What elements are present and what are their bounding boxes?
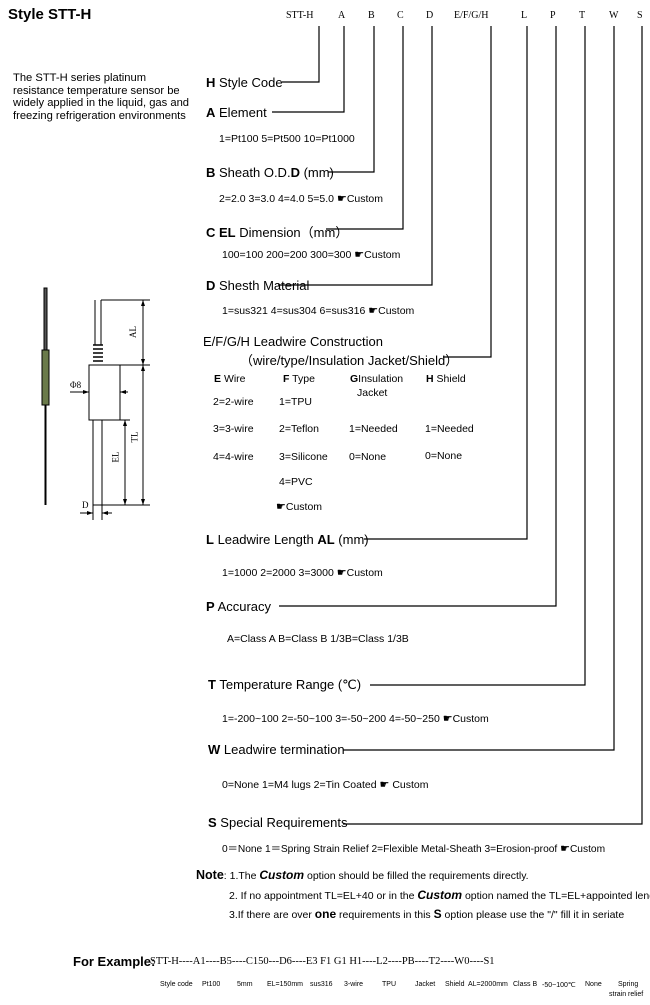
- note-line-3: 3.If there are over one requirements in …: [229, 907, 625, 921]
- example-caption: Shield: [445, 981, 465, 988]
- code-stth: STT-H: [286, 10, 314, 21]
- code-a: A: [338, 10, 346, 21]
- pointing-hand-icon: ☛: [442, 713, 453, 725]
- pointing-hand-icon: ☛: [354, 249, 365, 261]
- example-caption: Spring: [618, 981, 639, 988]
- code-b: B: [368, 10, 375, 21]
- example-caption: Jacket: [415, 981, 436, 988]
- example-caption: TPU: [382, 981, 396, 988]
- example-caption: EL=150mm: [267, 981, 303, 988]
- col-g-header2: Jacket: [357, 387, 388, 399]
- dim-phi: Φ8: [70, 380, 82, 390]
- section-h-label: H Style Code: [206, 75, 283, 90]
- code-l: L: [521, 10, 528, 21]
- note-line-2: 2. If no appointment TL=EL+40 or in the …: [229, 888, 650, 902]
- example-caption: sus316: [310, 981, 333, 988]
- section-efgh-label2: （wire/type/Insulation Jacket/Shield）: [240, 353, 459, 368]
- section-d-label: D Shesth Material: [206, 278, 310, 293]
- col-h-item: 1=Needed: [425, 423, 474, 435]
- pointing-hand-icon: ☛: [368, 305, 379, 317]
- section-w-options: 0=None 1=M4 lugs 2=Tin Coated ☛ Custom: [222, 779, 429, 791]
- code-d: D: [426, 10, 434, 21]
- example-caption: Class B: [513, 981, 538, 988]
- pointing-hand-icon: ☛: [336, 193, 347, 205]
- example-caption: Pt100: [202, 981, 221, 988]
- code-s: S: [637, 10, 643, 21]
- section-s-options: 0＝None 1＝Spring Strain Relief 2=Flexible…: [222, 843, 606, 855]
- section-a-label: A Element: [206, 105, 267, 120]
- col-f-item: 1=TPU: [279, 396, 312, 408]
- section-efgh-label: E/F/G/H Leadwire Construction: [203, 334, 383, 349]
- col-h-item: 0=None: [425, 450, 463, 462]
- col-e-item: 2=2-wire: [213, 396, 254, 408]
- example-caption: strain relief: [609, 991, 644, 998]
- col-f-item: 3=Silicone: [279, 451, 328, 463]
- dim-tl: TL: [129, 431, 140, 443]
- col-f-custom: ☛Custom: [276, 501, 323, 513]
- example-caption: 3-wire: [344, 981, 364, 988]
- example-caption: None: [585, 981, 602, 988]
- pointing-hand-icon: ☛: [560, 843, 570, 855]
- section-t-label: T Temperature Range (℃): [208, 677, 362, 692]
- section-t-options: 1=-200~100 2=-50~100 3=-50~200 4=-50~250…: [222, 713, 489, 725]
- section-b-label: B Sheath O.D.D (mm): [206, 165, 334, 180]
- col-g-item: 1=Needed: [349, 423, 398, 435]
- example-caption: AL=2000mm: [468, 981, 508, 988]
- pointing-hand-icon: ☛: [276, 501, 286, 513]
- example-code: STT-H----A1----B5----C150---D6----E3 F1 …: [150, 956, 495, 967]
- col-h-header: H Shield: [426, 373, 466, 385]
- col-e-header: E Wire: [214, 373, 246, 385]
- example-caption: 5mm: [237, 981, 253, 988]
- section-c-label: C EL Dimension（mm）: [206, 225, 349, 240]
- dim-al: AL: [128, 326, 138, 338]
- example-caption: -50~100℃: [542, 982, 576, 989]
- page-title: Style STT-H: [8, 6, 92, 23]
- section-p-label: P Accuracy: [206, 599, 272, 614]
- dim-el: EL: [110, 451, 121, 463]
- pointing-hand-icon: ☛: [336, 567, 347, 579]
- note-line-1: Note: 1.The Custom option should be fill…: [196, 868, 529, 882]
- section-l-options: 1=1000 2=2000 3=3000 ☛Custom: [222, 567, 383, 579]
- description: The STT-H series platinum resistance tem…: [13, 72, 190, 122]
- col-g-item: 0=None: [349, 451, 387, 463]
- col-f-header: F Type: [283, 373, 315, 385]
- code-t: T: [579, 10, 586, 21]
- example-caption: Style code: [160, 981, 193, 988]
- section-b-options: 2=2.0 3=3.0 4=4.0 5=5.0 ☛Custom: [219, 193, 384, 205]
- code-efgh: E/F/G/H: [454, 10, 489, 21]
- col-f-item: 2=Teflon: [279, 423, 319, 435]
- section-c-options: 100=100 200=200 300=300 ☛Custom: [222, 249, 401, 261]
- section-s-label: S Special Requirements: [208, 815, 348, 830]
- dim-d: D: [82, 500, 89, 510]
- col-f-item: 4=PVC: [279, 476, 313, 488]
- section-l-label: L Leadwire Length AL (mm): [206, 532, 369, 547]
- code-p: P: [550, 10, 556, 21]
- section-d-options: 1=sus321 4=sus304 6=sus316 ☛Custom: [222, 305, 415, 317]
- section-a-options: 1=Pt100 5=Pt500 10=Pt1000: [219, 133, 355, 145]
- section-p-options: A=Class A B=Class B 1/3B=Class 1/3B: [227, 633, 409, 645]
- col-e-item: 3=3-wire: [213, 423, 254, 435]
- col-g-header: GInsulation: [350, 373, 404, 385]
- section-w-label: W Leadwire termination: [208, 742, 345, 757]
- pointing-hand-icon: ☛: [379, 779, 390, 791]
- col-e-item: 4=4-wire: [213, 451, 254, 463]
- code-w: W: [609, 10, 619, 21]
- example-label: For Example:: [73, 954, 156, 969]
- code-c: C: [397, 10, 404, 21]
